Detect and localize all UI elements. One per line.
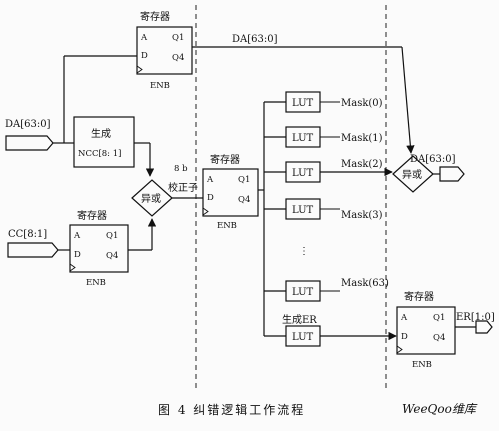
lut-ellipsis: ⋮: [299, 246, 309, 257]
top-register-port-q1: Q1: [172, 33, 184, 43]
gen-er-label: 生成ER: [282, 313, 317, 326]
er-register-port-d: D: [401, 332, 408, 342]
er-register-enable: ENB: [412, 360, 432, 370]
top-register-port-q4: Q4: [172, 53, 184, 63]
syndrome-register-port-q1: Q1: [238, 175, 250, 185]
syndrome-register-enable: ENB: [217, 221, 237, 231]
lut-2-label: LUT: [292, 168, 314, 179]
top-register-port-a: A: [140, 33, 148, 43]
mask-3-label: Mask(3): [341, 210, 383, 221]
er-register-title: 寄存器: [404, 290, 434, 303]
er-register-port-a: A: [400, 313, 408, 323]
er-register: A D Q1 Q4: [396, 306, 456, 355]
lut-2: LUT: [264, 161, 321, 183]
mask-63-label: Mask(63): [341, 278, 389, 289]
lut-3-label: LUT: [292, 205, 314, 216]
figure-caption: 图 4 纠错逻辑工作流程: [158, 402, 305, 417]
lut-3: LUT: [264, 198, 321, 220]
watermark: WeeQoo维库: [402, 402, 478, 416]
er-register-port-q1: Q1: [433, 313, 445, 323]
generate-ncc-block: 生成 NCC[8: 1]: [73, 116, 135, 168]
mask-2-label: Mask(2): [341, 159, 383, 170]
top-register: A D Q1 Q4: [136, 26, 193, 75]
generate-ncc-body: NCC[8: 1]: [78, 149, 121, 159]
syndrome-register-port-a: A: [206, 175, 214, 185]
da-top-label: DA[63:0]: [232, 34, 278, 45]
lut-63-label: LUT: [292, 287, 314, 298]
da-output-label: DA[63:0]: [410, 154, 456, 165]
da-input-label: DA[63:0]: [5, 119, 51, 130]
da-input-pin: [5, 135, 54, 151]
syndrome-register-port-d: D: [207, 193, 214, 203]
lut-1-label: LUT: [292, 133, 314, 144]
syndrome-width-label: 8 b: [174, 164, 188, 174]
cc-register-enable: ENB: [86, 278, 106, 288]
er-register-port-q4: Q4: [433, 333, 445, 343]
cc-register-port-d: D: [74, 250, 81, 260]
cc-input-pin: [7, 242, 59, 258]
lut-1: LUT: [264, 126, 321, 148]
cc-register-port-a: A: [73, 231, 81, 241]
er-output-label: ER[1:0]: [456, 312, 495, 323]
top-register-port-d: D: [141, 51, 148, 61]
syndrome-register: A D Q1 Q4: [202, 168, 259, 217]
syndrome-label: 校正子: [168, 181, 198, 194]
syndrome-register-port-q4: Q4: [238, 195, 250, 205]
cc-input-label: CC[8:1]: [8, 229, 47, 240]
syndrome-xor-label: 异或: [141, 193, 161, 205]
syndrome-register-title: 寄存器: [210, 153, 240, 166]
generate-ncc-title: 生成: [91, 127, 111, 140]
top-register-title: 寄存器: [140, 10, 170, 23]
lut-gen-er: LUT: [264, 325, 321, 347]
da-output-pin: [439, 166, 465, 182]
cc-register: A D Q1 Q4: [69, 224, 129, 273]
mask-0-label: Mask(0): [341, 98, 383, 109]
lut-0: LUT: [264, 91, 321, 113]
er-output-pin: [475, 320, 493, 334]
cc-register-port-q1: Q1: [106, 231, 118, 241]
top-register-enable: ENB: [150, 81, 170, 91]
lut-63: LUT: [264, 280, 321, 302]
cc-register-port-q4: Q4: [106, 251, 118, 261]
lut-0-label: LUT: [292, 98, 314, 109]
mask-1-label: Mask(1): [341, 133, 383, 144]
cc-register-title: 寄存器: [77, 209, 107, 222]
lut-gen-er-text: LUT: [292, 332, 314, 343]
correction-xor-label: 异或: [402, 169, 422, 181]
